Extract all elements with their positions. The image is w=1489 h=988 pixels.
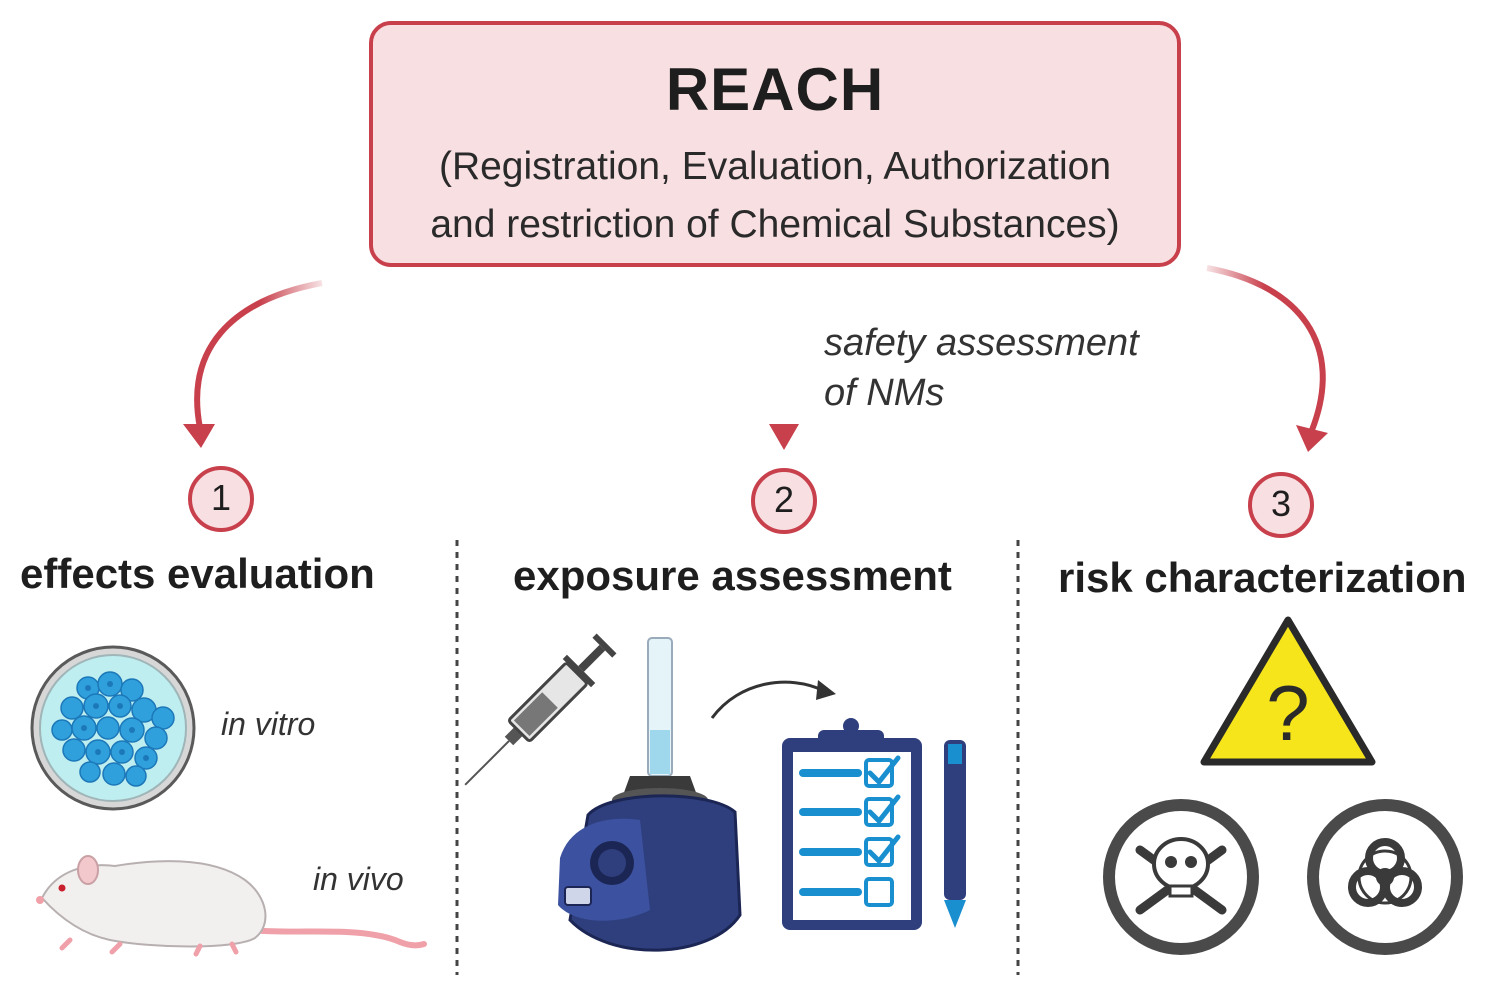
pen-icon bbox=[944, 740, 966, 928]
stage-3-number: 3 bbox=[1270, 483, 1292, 524]
arrow-to-risk-characterization bbox=[1206, 265, 1328, 452]
arrow-to-exposure-assessment bbox=[769, 288, 799, 450]
reach-subtitle-line1: (Registration, Evaluation, Authorization bbox=[438, 145, 1112, 188]
reach-subtitle-line2: and restriction of Chemical Substances) bbox=[430, 203, 1120, 246]
warning-question-icon: ? bbox=[1200, 616, 1376, 766]
in-vitro-label: in vitro bbox=[221, 706, 316, 742]
rat-icon bbox=[36, 855, 427, 957]
stage-2-circle bbox=[751, 468, 817, 534]
reach-header-box: REACH (Registration, Evaluation, Authori… bbox=[369, 21, 1181, 267]
skull-crossbones-icon bbox=[1103, 799, 1259, 955]
stage-1-circle bbox=[188, 466, 254, 532]
reach-title: REACH bbox=[665, 56, 885, 123]
reach-subtitle: (Registration, Evaluation, Authorization… bbox=[373, 138, 1177, 254]
vortex-mixer-icon bbox=[558, 637, 742, 952]
stage-2-number: 2 bbox=[773, 479, 795, 520]
stage-3-title: risk characterization bbox=[1058, 554, 1467, 601]
note-line2: of NMs bbox=[824, 372, 945, 414]
biohazard-icon bbox=[1307, 799, 1463, 955]
note-line1: safety assessment bbox=[824, 322, 1139, 364]
stage-3-circle bbox=[1248, 472, 1314, 538]
arrow-to-effects-evaluation bbox=[183, 280, 323, 448]
svg-text:?: ? bbox=[1266, 669, 1309, 757]
safety-assessment-note: safety assessment of NMs bbox=[824, 318, 1139, 418]
in-vivo-label: in vivo bbox=[313, 861, 404, 897]
curved-arrow-icon bbox=[710, 680, 836, 719]
stage-1-title: effects evaluation bbox=[20, 550, 375, 597]
petri-dish-icon bbox=[30, 645, 196, 811]
stage-2-title: exposure assessment bbox=[513, 552, 952, 599]
syringe-icon bbox=[464, 633, 617, 786]
stage-1-number: 1 bbox=[210, 477, 232, 518]
clipboard-checklist-icon bbox=[782, 718, 922, 930]
